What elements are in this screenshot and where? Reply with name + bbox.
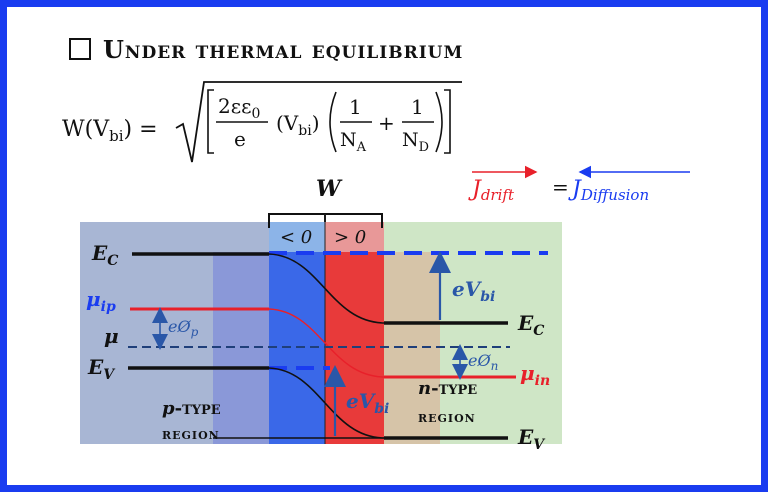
pos-label-box	[325, 222, 384, 252]
ev-left-label: EV	[87, 355, 116, 383]
right-bracket	[444, 89, 451, 154]
ec-left-label: EC	[91, 241, 118, 269]
neg-charge-label: < 0	[280, 227, 312, 248]
p-type-label: p-type	[162, 398, 221, 419]
formula-denominator: e	[234, 127, 246, 151]
equals-sign: =	[552, 175, 569, 199]
neg-label-box	[269, 222, 325, 252]
formula-one-d: 1	[411, 95, 424, 119]
phi-n-label: eØn	[468, 351, 498, 373]
j-drift: Jdrift	[468, 177, 515, 204]
phi-p-label: eØp	[168, 317, 199, 339]
formula-na: NA	[340, 129, 367, 155]
band-diagram: < 0 > 0 W EC μip	[80, 176, 562, 453]
mu-bending	[268, 308, 385, 378]
formula-nd: ND	[402, 129, 429, 155]
current-equality: Jdrift = JDiffusion	[468, 165, 690, 204]
ev-bending	[268, 367, 385, 439]
p-region-label: region	[162, 425, 220, 443]
sqrt-sign	[175, 81, 462, 163]
ec-right-label: EC	[517, 311, 544, 339]
ev-right-label: EV	[517, 425, 546, 453]
width-formula: W(Vbi) = 2εε0 e (Vbi) 1 NA + 1 ND	[62, 81, 462, 163]
formula-numerator: 2εε0	[218, 94, 260, 122]
pos-charge-label: > 0	[334, 227, 366, 248]
width-label: W	[316, 176, 343, 202]
right-paren	[435, 91, 443, 153]
formula-vbi: (Vbi)	[276, 111, 320, 139]
j-diffusion: JDiffusion	[568, 177, 649, 204]
formula-lhs: W(Vbi) =	[62, 117, 158, 145]
ec-bending	[268, 253, 385, 324]
left-paren	[329, 91, 337, 153]
n-type-label: n-type	[418, 378, 477, 399]
left-bracket	[207, 89, 214, 154]
checkbox-bullet-icon	[69, 38, 91, 60]
evbi-top-label: eVbi	[452, 277, 495, 305]
slide-title: Under thermal equilibrium	[69, 35, 463, 64]
n-region-label: region	[418, 408, 476, 426]
mu-in-label: μin	[520, 361, 550, 389]
mu-ip-label: μip	[86, 287, 116, 315]
slide-title-text: Under thermal equilibrium	[103, 35, 464, 64]
formula-one-a: 1	[349, 95, 362, 119]
formula-plus: +	[378, 111, 395, 135]
evbi-bottom-label: eVbi	[346, 389, 389, 417]
mu-label: μ	[104, 324, 119, 348]
